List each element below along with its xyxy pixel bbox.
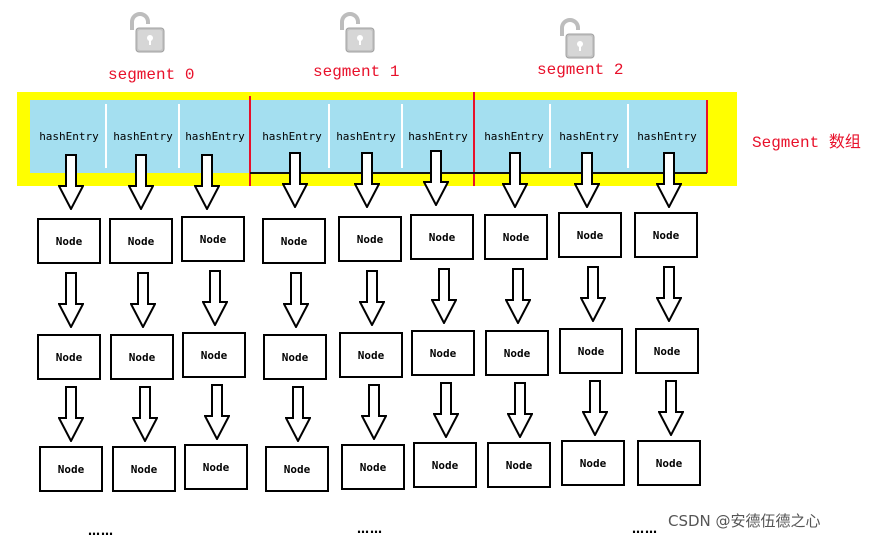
node: Node <box>561 440 625 486</box>
ellipsis: …… <box>88 524 114 538</box>
node: Node <box>338 216 402 262</box>
node: Node <box>181 216 245 262</box>
down-arrow-icon <box>130 272 156 328</box>
down-arrow-icon <box>656 266 682 322</box>
down-arrow-icon <box>361 384 387 440</box>
node: Node <box>634 212 698 258</box>
down-arrow-icon <box>505 268 531 324</box>
entry-separator <box>627 104 629 168</box>
node: Node <box>413 442 477 488</box>
down-arrow-icon <box>354 152 380 208</box>
node: Node <box>635 328 699 374</box>
down-arrow-icon <box>58 154 84 210</box>
entry-separator <box>178 104 180 168</box>
node: Node <box>182 332 246 378</box>
segment-array-label: Segment 数组 <box>752 134 861 152</box>
down-arrow-icon <box>58 386 84 442</box>
node: Node <box>263 334 327 380</box>
node: Node <box>37 334 101 380</box>
entry-separator <box>401 104 403 168</box>
node: Node <box>485 330 549 376</box>
node: Node <box>410 214 474 260</box>
entry-separator <box>328 104 330 168</box>
node: Node <box>262 218 326 264</box>
down-arrow-icon <box>431 268 457 324</box>
ellipsis: …… <box>357 522 383 536</box>
hash-entry: hashEntry <box>262 129 322 143</box>
down-arrow-icon <box>132 386 158 442</box>
down-arrow-icon <box>658 380 684 436</box>
down-arrow-icon <box>507 382 533 438</box>
down-arrow-icon <box>285 386 311 442</box>
segment-label-2: segment 2 <box>537 61 624 79</box>
hash-entry: hashEntry <box>113 129 173 143</box>
unlocked-padlock-icon <box>560 18 595 59</box>
down-arrow-icon <box>359 270 385 326</box>
hash-entry: hashEntry <box>637 129 697 143</box>
hash-entry: hashEntry <box>39 129 99 143</box>
down-arrow-icon <box>502 152 528 208</box>
down-arrow-icon <box>582 380 608 436</box>
entry-separator <box>105 104 107 168</box>
node: Node <box>184 444 248 490</box>
down-arrow-icon <box>202 270 228 326</box>
node: Node <box>109 218 173 264</box>
down-arrow-icon <box>204 384 230 440</box>
node: Node <box>411 330 475 376</box>
down-arrow-icon <box>656 152 682 208</box>
node: Node <box>559 328 623 374</box>
down-arrow-icon <box>580 266 606 322</box>
node: Node <box>637 440 701 486</box>
node: Node <box>110 334 174 380</box>
node: Node <box>339 332 403 378</box>
down-arrow-icon <box>128 154 154 210</box>
segment-label-1: segment 1 <box>313 63 400 81</box>
segment-divider <box>706 100 708 173</box>
segment-divider <box>473 92 475 186</box>
watermark: CSDN @安德伍德之心 <box>668 512 821 530</box>
hash-entry: hashEntry <box>559 129 619 143</box>
hash-entry: hashEntry <box>336 129 396 143</box>
hash-entry: hashEntry <box>408 129 468 143</box>
segment-divider <box>249 96 251 186</box>
down-arrow-icon <box>423 150 449 206</box>
hash-entry: hashEntry <box>484 129 544 143</box>
down-arrow-icon <box>194 154 220 210</box>
segment-label-0: segment 0 <box>108 66 195 84</box>
node: Node <box>487 442 551 488</box>
node: Node <box>39 446 103 492</box>
down-arrow-icon <box>283 272 309 328</box>
hash-entry: hashEntry <box>185 129 245 143</box>
node: Node <box>112 446 176 492</box>
unlocked-padlock-icon <box>340 12 375 53</box>
node: Node <box>265 446 329 492</box>
down-arrow-icon <box>574 152 600 208</box>
node: Node <box>37 218 101 264</box>
down-arrow-icon <box>58 272 84 328</box>
down-arrow-icon <box>282 152 308 208</box>
entry-separator <box>549 104 551 168</box>
ellipsis: …… <box>632 522 658 536</box>
down-arrow-icon <box>433 382 459 438</box>
node: Node <box>484 214 548 260</box>
node: Node <box>558 212 622 258</box>
node: Node <box>341 444 405 490</box>
unlocked-padlock-icon <box>130 12 165 53</box>
